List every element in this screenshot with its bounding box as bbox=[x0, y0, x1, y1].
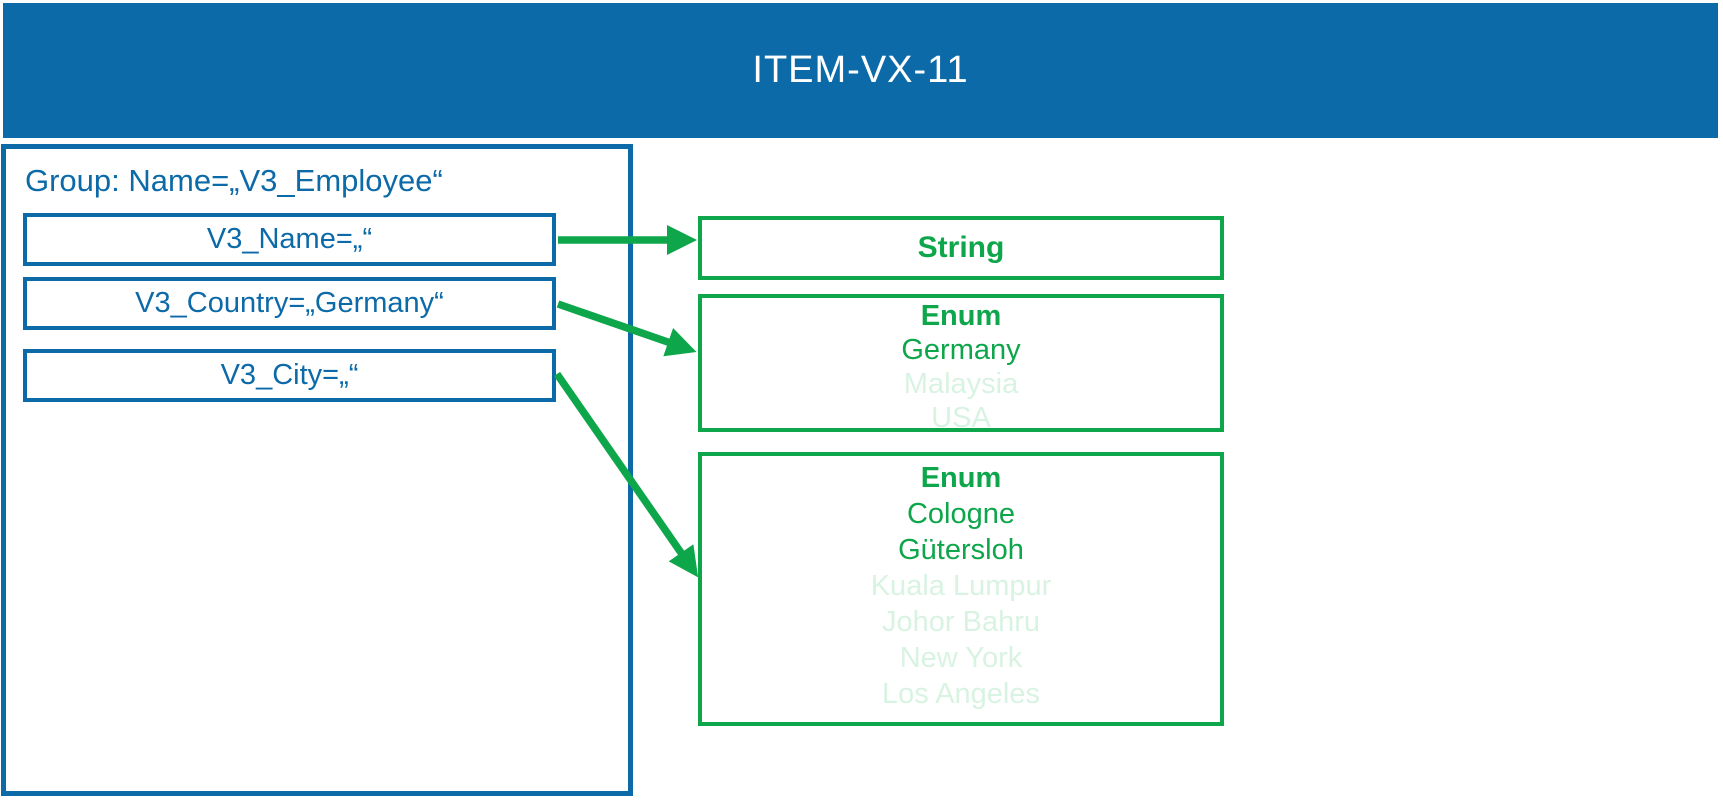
enum-option-guetersloh: Gütersloh bbox=[898, 534, 1024, 566]
enum-option-los-angeles: Los Angeles bbox=[881, 678, 1040, 710]
type-box-string: String bbox=[698, 216, 1224, 280]
enum-option-malaysia: Malaysia bbox=[903, 368, 1019, 400]
field-label-v3-city: V3_City=„“ bbox=[220, 359, 359, 391]
type-title-enum-country: Enum bbox=[920, 300, 1002, 332]
enum-option-kuala-lumpur: Kuala Lumpur bbox=[870, 570, 1052, 602]
enum-option-cologne: Cologne bbox=[906, 498, 1016, 530]
enum-option-johor-bahru: Johor Bahru bbox=[882, 606, 1040, 638]
enum-option-germany: Germany bbox=[901, 334, 1021, 366]
type-title-string: String bbox=[917, 231, 1005, 264]
type-title-enum-city: Enum bbox=[920, 462, 1002, 494]
field-box-v3-country: V3_Country=„Germany“ bbox=[23, 277, 556, 330]
field-box-v3-city: V3_City=„“ bbox=[23, 349, 556, 402]
field-box-v3-name: V3_Name=„“ bbox=[23, 213, 556, 266]
enum-option-usa: USA bbox=[931, 402, 991, 434]
field-label-v3-name: V3_Name=„“ bbox=[206, 223, 373, 255]
type-box-enum-country: Enum Germany Malaysia USA bbox=[698, 294, 1224, 434]
enum-option-new-york: New York bbox=[899, 642, 1023, 674]
title-bar: ITEM-VX-11 bbox=[3, 3, 1718, 138]
type-box-enum-city: Enum Cologne Gütersloh Kuala Lumpur Joho… bbox=[698, 452, 1224, 726]
field-label-v3-country: V3_Country=„Germany“ bbox=[135, 287, 444, 319]
group-label: Group: Name=„V3_Employee“ bbox=[25, 163, 443, 198]
page-title: ITEM-VX-11 bbox=[752, 49, 969, 91]
